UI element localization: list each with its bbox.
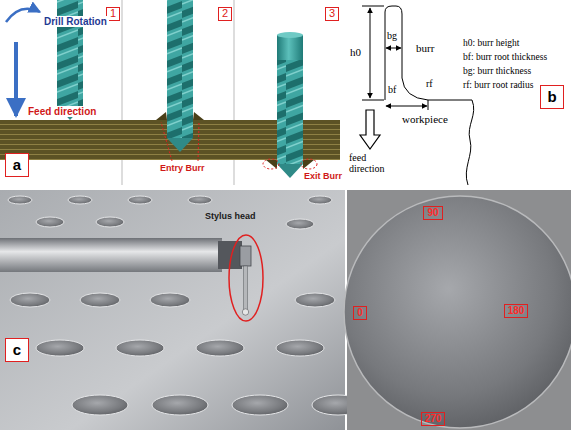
panel-letter: c xyxy=(5,338,29,362)
angle-marker: 90 xyxy=(423,206,443,220)
feed-label: feed direction xyxy=(349,152,395,174)
part-label: workpiece xyxy=(402,113,448,125)
box-text: 90 xyxy=(427,208,438,219)
dimension-label: h0 xyxy=(350,46,361,58)
burr-label: Exit Burr xyxy=(304,172,342,182)
panel-letter: a xyxy=(5,153,29,177)
panel-letter: b xyxy=(540,85,564,109)
box-text: a xyxy=(13,157,21,173)
callout-label: Stylus head xyxy=(205,212,256,222)
feed-label: Feed direction xyxy=(26,106,98,117)
burr-profile xyxy=(360,6,474,185)
dimension-label: bf xyxy=(388,84,396,95)
box-text: 3 xyxy=(329,8,335,20)
box-text: 0 xyxy=(357,308,363,319)
dimension-label: rf xyxy=(426,78,433,89)
box-text: 1 xyxy=(110,8,116,20)
angle-marker: 180 xyxy=(504,304,528,318)
hole-photo xyxy=(344,190,571,430)
definition-text: bf: burr root thickness xyxy=(463,52,547,62)
definition-text: h0: burr height xyxy=(463,38,519,48)
angle-marker: 0 xyxy=(353,306,367,320)
cmm-photo xyxy=(0,190,364,430)
angle-marker: 270 xyxy=(421,412,445,426)
box-text: 270 xyxy=(425,414,442,425)
box-text: b xyxy=(547,89,556,105)
dimension-label: bg xyxy=(387,30,397,41)
definition-text: rf: burr root radius xyxy=(463,80,533,90)
box-text: c xyxy=(13,342,21,358)
part-label: burr xyxy=(416,42,434,54)
rotation-label: Drill Rotation xyxy=(42,16,109,27)
stage-number: 3 xyxy=(325,7,339,21)
definition-text: bg: burr thickness xyxy=(463,66,531,76)
burr-label: Entry Burr xyxy=(160,164,205,174)
box-text: 180 xyxy=(508,306,525,317)
drilling-stages xyxy=(0,0,340,185)
box-text: 2 xyxy=(222,8,228,20)
stage-number: 2 xyxy=(218,7,232,21)
